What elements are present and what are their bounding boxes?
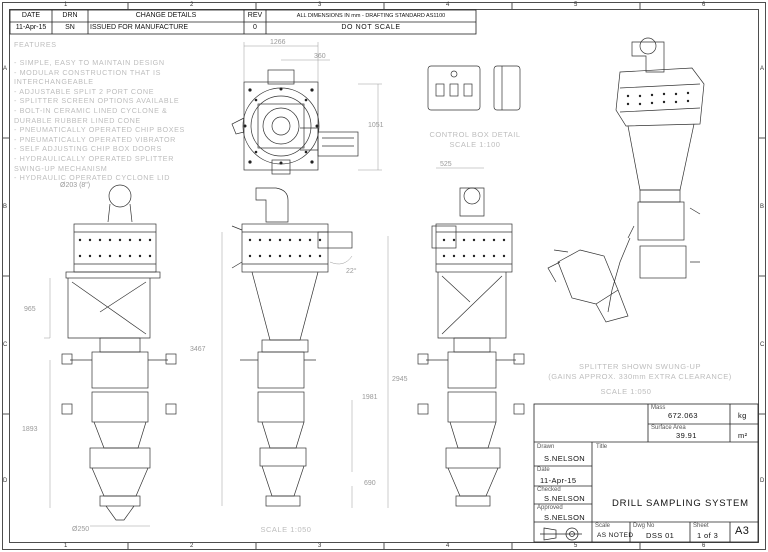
dim-right-2945: 2945 <box>392 376 408 383</box>
dim-right-1981: 1981 <box>362 394 378 401</box>
dim-cyclone-dia: Ø203 (8") <box>60 182 91 189</box>
feature-item: DURABLE RUBBER LINED CONE <box>14 115 141 125</box>
zone-col-5: 5 <box>574 2 578 8</box>
scale-value: AS NOTED <box>597 532 634 539</box>
dim-left-1893: 1893 <box>22 426 38 433</box>
dim-top-height: 1051 <box>368 122 384 129</box>
dim-bottom-dia: Ø250 <box>72 526 90 533</box>
features-title: FEATURES <box>14 40 57 49</box>
feature-item: - SPLITTER SCREEN OPTIONS AVAILABLE <box>14 96 180 106</box>
zone-row-d: D <box>3 478 8 484</box>
zone-col-1: 1 <box>64 2 68 8</box>
zone-col-4-bottom: 4 <box>446 543 450 549</box>
zone-col-6-bottom: 6 <box>702 543 706 549</box>
zone-col-2-bottom: 2 <box>190 543 194 549</box>
zone-row-a-right: A <box>760 66 765 72</box>
rev-row-drn: SN <box>65 24 75 31</box>
rev-header-rev: REV <box>247 12 263 19</box>
dim-left-965: 965 <box>24 306 36 313</box>
feature-item: - SELF ADJUSTING CHIP BOX DOORS <box>14 144 162 154</box>
zone-col-1-bottom: 1 <box>64 543 68 549</box>
surface-area-value: 39.91 <box>676 431 697 440</box>
zone-col-3: 3 <box>318 2 322 8</box>
features-list: - SIMPLE, EASY TO MAINTAIN DESIGN - MODU… <box>14 58 185 183</box>
rev-row-change-details: ISSUED FOR MANUFACTURE <box>90 24 189 31</box>
do-not-scale-note: DO NOT SCALE <box>341 24 401 31</box>
zone-col-2: 2 <box>190 2 194 8</box>
zone-col-4: 4 <box>446 2 450 8</box>
title-label: Title <box>596 444 608 450</box>
feature-item: - HYDRAULICALLY OPERATED SPLITTER <box>14 153 174 163</box>
sheet-value: 1 of 3 <box>697 531 719 540</box>
rev-header-drn: DRN <box>62 12 78 19</box>
mass-label: Mass <box>651 405 666 411</box>
dimensions-note: ALL DIMENSIONS IN mm - DRAFTING STANDARD… <box>296 13 446 19</box>
iso-scale-label: SCALE 1:050 <box>600 387 652 396</box>
projection-symbol <box>540 527 582 541</box>
splitter-note-2: (GAINS APPROX. 330mm EXTRA CLEARANCE) <box>548 372 732 381</box>
checked-label: Checked <box>537 487 561 493</box>
control-box-label: CONTROL BOX DETAIL <box>429 130 521 139</box>
approved-label: Approved <box>537 505 563 511</box>
rev-row-date: 11-Apr-15 <box>15 24 47 31</box>
drawing-title: DRILL SAMPLING SYSTEM <box>612 498 749 509</box>
zone-row-b: B <box>3 204 8 210</box>
zone-row-c: C <box>3 342 8 348</box>
feature-item: SWING-UP MECHANISM <box>14 163 108 173</box>
checked-value: S.NELSON <box>544 494 586 503</box>
surface-area-unit: m² <box>738 431 748 440</box>
zone-row-a: A <box>3 66 8 72</box>
zone-row-c-right: C <box>760 342 765 348</box>
feature-item: - SIMPLE, EASY TO MAINTAIN DESIGN <box>14 58 165 67</box>
drawn-label: Drawn <box>537 444 555 450</box>
dim-angle: 22° <box>346 268 357 275</box>
feature-item: INTERCHANGEABLE <box>14 77 94 87</box>
dim-right-690: 690 <box>364 480 376 487</box>
feature-item: - HYDRAULIC OPERATED CYCLONE LID <box>14 173 171 183</box>
rev-row-rev: 0 <box>253 24 257 31</box>
rev-header-change-details: CHANGE DETAILS <box>135 12 197 19</box>
date-value: 11-Apr-15 <box>540 476 577 485</box>
zone-col-5-bottom: 5 <box>574 543 578 549</box>
feature-item: - MODULAR CONSTRUCTION THAT IS <box>14 67 161 77</box>
zone-col-3-bottom: 3 <box>318 543 322 549</box>
scale-label: Scale <box>595 523 611 529</box>
mass-value: 672.063 <box>668 411 698 420</box>
zone-col-6: 6 <box>702 2 706 8</box>
dim-top-offset: 360 <box>314 53 326 60</box>
splitter-note-1: SPLITTER SHOWN SWUNG-UP <box>579 362 701 371</box>
feature-item: - BOLT-IN CERAMIC LINED CYCLONE & <box>14 105 168 115</box>
main-scale-label: SCALE 1:050 <box>260 525 312 534</box>
mass-unit: kg <box>738 411 747 420</box>
dwg-no-value: DSS 01 <box>646 531 675 540</box>
drawn-value: S.NELSON <box>544 454 586 463</box>
feature-item: - ADJUSTABLE SPLIT 2 PORT CONE <box>14 86 155 96</box>
feature-item: - PNEUMATICALLY OPERATED CHIP BOXES <box>14 125 185 135</box>
rev-header-date: DATE <box>21 12 41 19</box>
dwg-no-label: Dwg No <box>633 523 655 529</box>
dim-side-offset: 525 <box>440 161 452 168</box>
sheet-size: A3 <box>735 525 750 537</box>
dim-left-3467: 3467 <box>190 346 206 353</box>
dim-top-width: 1266 <box>270 39 286 46</box>
control-box-scale: SCALE 1:100 <box>449 140 501 149</box>
surface-area-label: Surface Area <box>651 425 686 431</box>
feature-item: - PNEUMATICALLY OPERATED VIBRATOR <box>14 134 176 144</box>
zone-row-d-right: D <box>760 478 765 484</box>
sheet-label: Sheet <box>693 523 709 529</box>
zone-row-b-right: B <box>760 204 765 210</box>
date-label: Date <box>537 467 550 473</box>
approved-value: S.NELSON <box>544 513 586 522</box>
